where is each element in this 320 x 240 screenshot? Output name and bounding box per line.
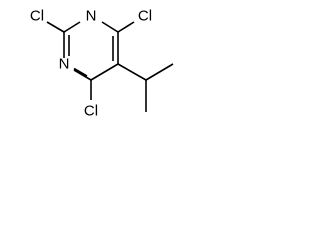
- atom-n3: N: [86, 8, 97, 25]
- bond-c5-c6: [90, 63, 119, 81]
- atom-cl-c2: Cl: [30, 8, 44, 25]
- atom-cl-c6: Cl: [84, 103, 98, 120]
- molecule-structure: N N Cl Cl Cl: [30, 8, 174, 120]
- bond-n3-c4: [101, 21, 119, 33]
- bond-c6-n1-inner: [73, 67, 88, 77]
- bond-c2-cl: [46, 21, 65, 33]
- bond-c6-n1: [73, 69, 92, 81]
- bond-ch-ch3-upper: [145, 63, 174, 81]
- bond-c4-cl: [117, 21, 135, 33]
- bond-c2-n3: [63, 21, 81, 33]
- atom-n1: N: [59, 56, 70, 73]
- bond-c5-ch: [117, 63, 147, 81]
- atom-cl-c4: Cl: [138, 8, 152, 25]
